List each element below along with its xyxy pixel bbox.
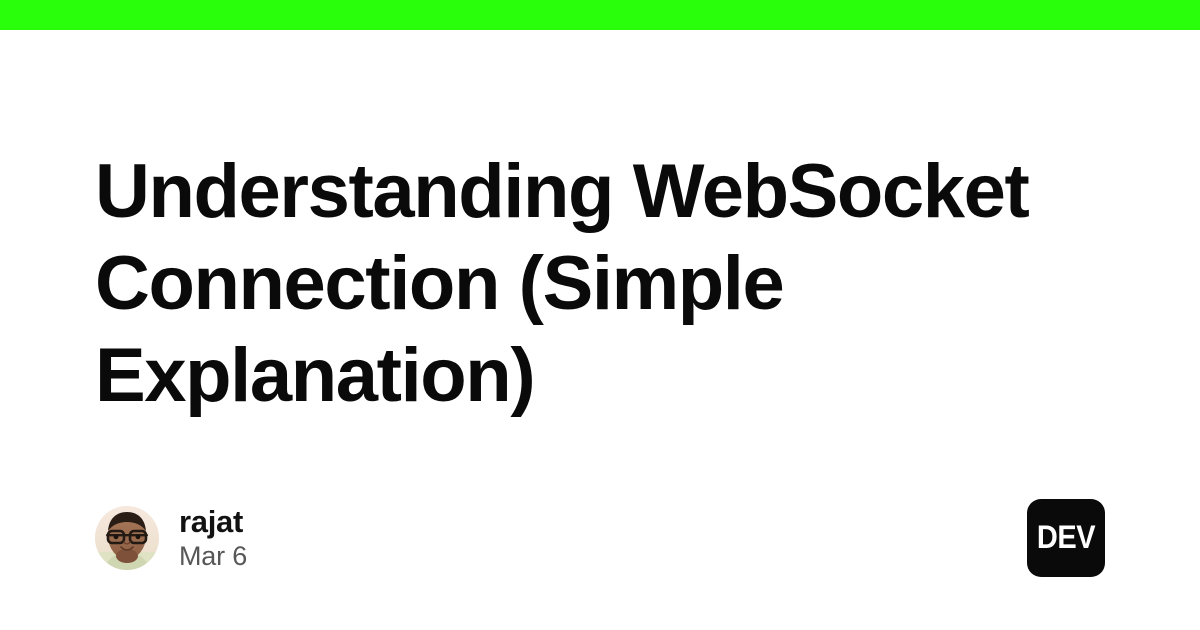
author-name: rajat (179, 504, 243, 539)
page-title: Understanding WebSocket Connection (Simp… (95, 149, 1030, 418)
top-accent-bar (0, 0, 1200, 30)
author-text: rajat Mar 6 (179, 506, 247, 570)
publish-date: Mar 6 (179, 541, 248, 571)
card-content: Understanding WebSocket Connection (Simp… (0, 30, 1200, 630)
article-meta-row: rajat Mar 6 DEV (95, 492, 1105, 584)
dev-logo-text: DEV (1036, 519, 1096, 556)
dev-logo[interactable]: DEV (1027, 499, 1105, 577)
avatar[interactable] (95, 506, 159, 570)
author-block[interactable]: rajat Mar 6 (95, 506, 247, 570)
